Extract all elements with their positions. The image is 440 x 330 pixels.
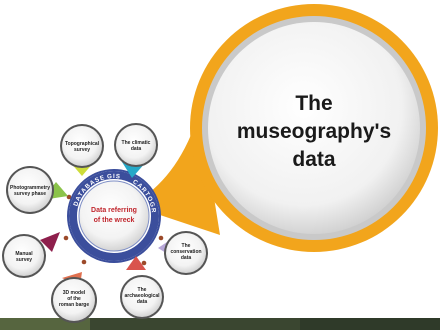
node-label-line-3: data — [137, 299, 148, 305]
node-label-line-2: of the — [67, 296, 81, 302]
node-label-line-3: data — [181, 255, 192, 261]
bottom-photo-strip-right — [300, 318, 440, 330]
node-manual: Manual survey — [2, 232, 60, 278]
node-label-line-1: Manual — [15, 251, 33, 257]
node-label-line-1: The — [138, 287, 147, 293]
bubble-title-line-1: The — [295, 92, 332, 115]
node-face — [166, 233, 206, 273]
node-face — [53, 279, 95, 321]
node-label-line-1: The climatic — [122, 140, 151, 146]
node-pointer — [40, 232, 60, 252]
node-label-line-2: data — [131, 146, 142, 152]
node-label-line-2: archaeological — [124, 293, 160, 299]
hub-label-line-2: of the wreck — [94, 217, 135, 224]
node-label-line-1: 3D model — [63, 290, 86, 296]
node-climatic: The climatic data — [114, 123, 158, 178]
node-face — [122, 277, 162, 317]
connector-dot — [63, 235, 69, 241]
ring-label-gis: GIS — [107, 173, 122, 181]
bubble-title-line-2: museography's — [237, 120, 391, 143]
node-label-line-1: Topographical — [65, 141, 100, 147]
node-face — [116, 125, 156, 165]
connector-dot — [158, 235, 164, 241]
node-face — [8, 168, 52, 212]
node-label-line-3: roman barge — [59, 302, 90, 308]
museography-bubble: The museography's data — [130, 4, 438, 252]
node-label-line-2: survey — [74, 147, 90, 153]
hub-label-line-1: Data referring — [91, 207, 137, 214]
connector-dot — [141, 260, 147, 266]
hub-inner-circle — [78, 180, 150, 252]
node-pointer — [126, 256, 146, 270]
node-model3d: 3D model of the roman barge — [51, 272, 97, 323]
node-face — [62, 126, 102, 166]
node-topographical: Topographical survey — [60, 124, 104, 176]
node-label-line-2: conservation — [170, 249, 201, 255]
node-label-line-2: survey — [16, 257, 32, 263]
node-photogrammetry: Photogrammetry survey phase — [6, 166, 68, 214]
node-archaeological: The archaeological data — [120, 256, 164, 319]
hub-ring — [69, 171, 159, 261]
node-label-line-1: The — [182, 243, 191, 249]
node-label-line-1: Photogrammetry — [10, 185, 50, 191]
node-label-line-2: survey phase — [14, 191, 46, 197]
connector-dot — [81, 259, 87, 265]
node-face — [4, 236, 44, 276]
bubble-inner-circle — [208, 22, 420, 234]
bubble-title-line-3: data — [292, 148, 336, 171]
node-conservation: The conservation data — [158, 231, 208, 275]
